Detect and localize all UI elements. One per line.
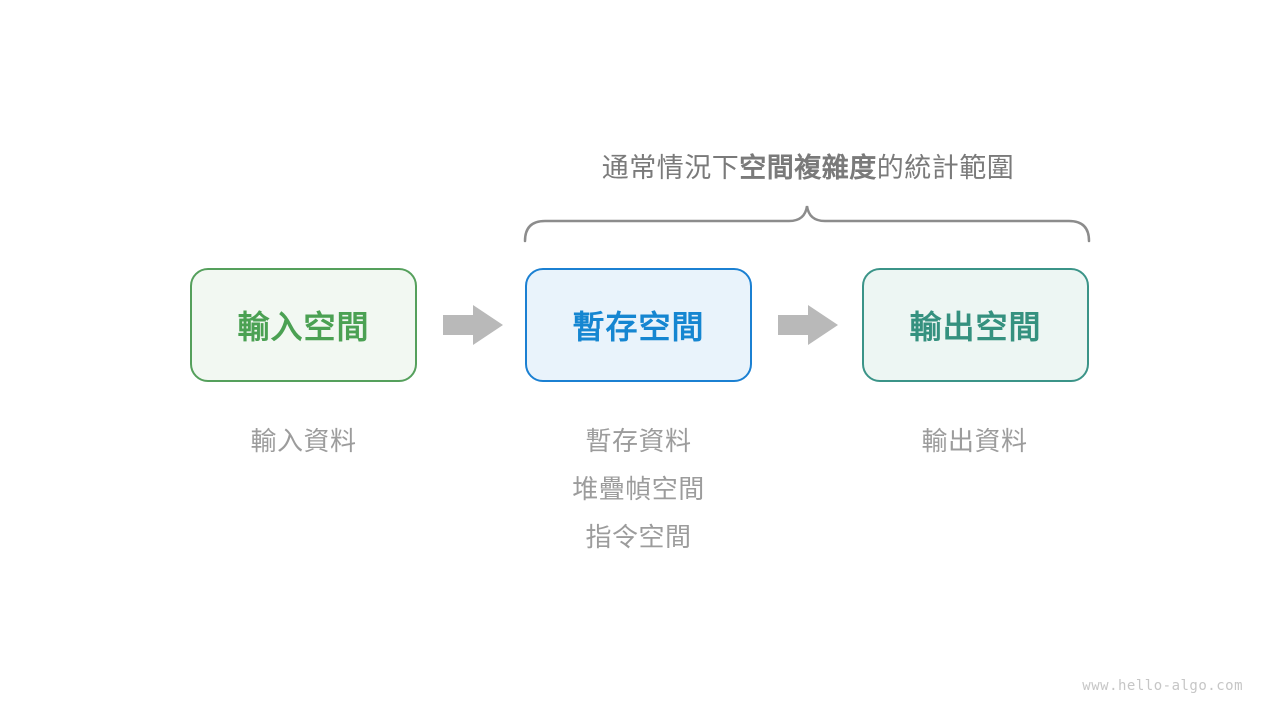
note-stack-frame-space: 堆疊幀空間 (572, 474, 705, 504)
note-input-data: 輸入資料 (250, 426, 357, 456)
box-output-space: 輸出空間 (862, 268, 1089, 382)
box-temporary-space-label: 暫存空間 (572, 309, 705, 345)
box-temporary-space: 暫存空間 (525, 268, 752, 382)
note-temp-data: 暫存資料 (585, 426, 692, 456)
title-suffix: 的統計範圍 (876, 153, 1015, 183)
brace-annotation-title: 通常情況下空間複雜度的統計範圍 (525, 146, 1091, 185)
box-output-space-label: 輸出空間 (909, 309, 1042, 345)
curly-brace-path (523, 205, 1091, 243)
note-output-data: 輸出資料 (921, 426, 1028, 456)
title-bold-term: 空間複雜度 (739, 153, 877, 183)
title-prefix: 通常情況下 (601, 153, 740, 183)
arrow-right-shape (778, 305, 838, 345)
watermark-url: www.hello-algo.com (1082, 678, 1243, 694)
arrow-right-shape (443, 305, 503, 345)
note-instruction-space: 指令空間 (585, 522, 692, 552)
box-input-space: 輸入空間 (190, 268, 417, 382)
box-input-space-label: 輸入空間 (237, 309, 370, 345)
curly-brace-icon (523, 205, 1091, 243)
arrow-right-icon (778, 305, 838, 345)
arrow-right-icon (443, 305, 503, 345)
